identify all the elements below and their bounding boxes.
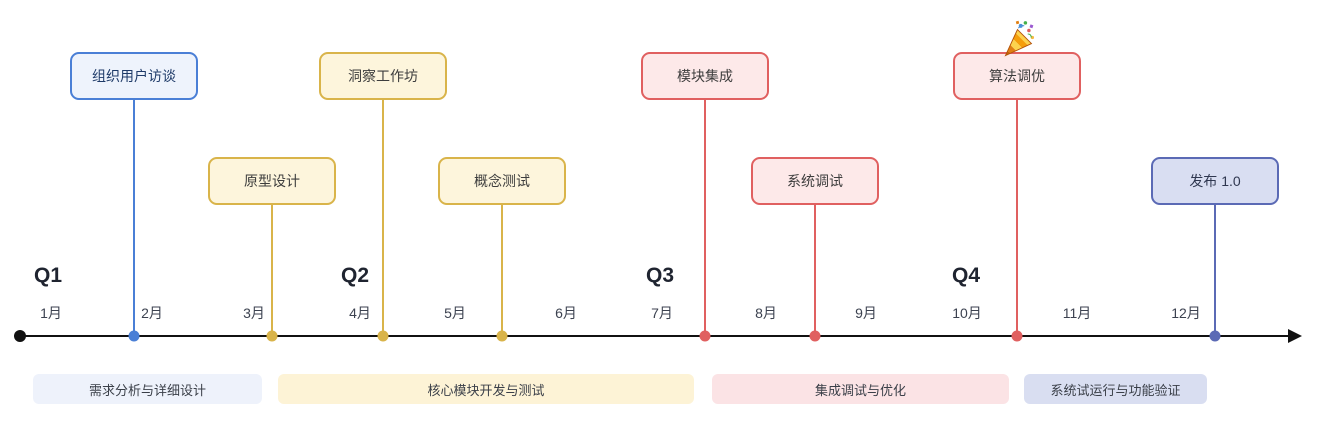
month-label: 3月 (243, 305, 265, 321)
milestone-stem (1214, 202, 1216, 336)
milestone-stem (271, 202, 273, 336)
phase-bar: 需求分析与详细设计 (33, 374, 262, 404)
phase-bar: 系统试运行与功能验证 (1024, 374, 1207, 404)
milestone-dot (699, 330, 711, 342)
month-label: 5月 (444, 305, 466, 321)
milestone-stem (133, 97, 135, 336)
milestone-dot (1209, 330, 1221, 342)
quarter-label: Q4 (951, 264, 981, 287)
timeline-start-dot (14, 330, 26, 342)
month-label: 10月 (952, 305, 982, 321)
month-label: 4月 (349, 305, 371, 321)
month-label: 6月 (555, 305, 577, 321)
month-label: 2月 (141, 305, 163, 321)
quarter-label: Q1 (33, 264, 63, 287)
milestone-box: 算法调优 (953, 52, 1081, 100)
milestone-stem (1016, 97, 1018, 336)
milestone-box: 系统调试 (751, 157, 879, 205)
milestone-box: 概念测试 (438, 157, 566, 205)
milestone-stem (704, 97, 706, 336)
milestone-dot (266, 330, 278, 342)
milestone-stem (814, 202, 816, 336)
phase-bar: 核心模块开发与测试 (278, 374, 694, 404)
milestone-box: 原型设计 (208, 157, 336, 205)
milestone-dot (496, 330, 508, 342)
party-popper-icon (998, 20, 1035, 62)
milestone-dot (809, 330, 821, 342)
timeline-axis-line (20, 335, 1288, 337)
month-label: 9月 (855, 305, 877, 321)
milestone-stem (501, 202, 503, 336)
milestone-box: 组织用户访谈 (70, 52, 198, 100)
month-label: 8月 (755, 305, 777, 321)
month-label: 1月 (40, 305, 62, 321)
phase-bar: 集成调试与优化 (712, 374, 1009, 404)
milestone-dot (128, 330, 140, 342)
milestone-stem (382, 97, 384, 336)
month-label: 12月 (1171, 305, 1201, 321)
quarter-label: Q2 (340, 264, 370, 287)
milestone-dot (1011, 330, 1023, 342)
timeline-arrow-icon (1288, 329, 1302, 343)
milestone-dot (377, 330, 389, 342)
milestone-box: 模块集成 (641, 52, 769, 100)
milestone-box: 发布 1.0 (1151, 157, 1279, 205)
quarter-label: Q3 (645, 264, 675, 287)
milestone-box: 洞察工作坊 (319, 52, 447, 100)
month-label: 7月 (651, 305, 673, 321)
month-label: 11月 (1062, 305, 1092, 321)
